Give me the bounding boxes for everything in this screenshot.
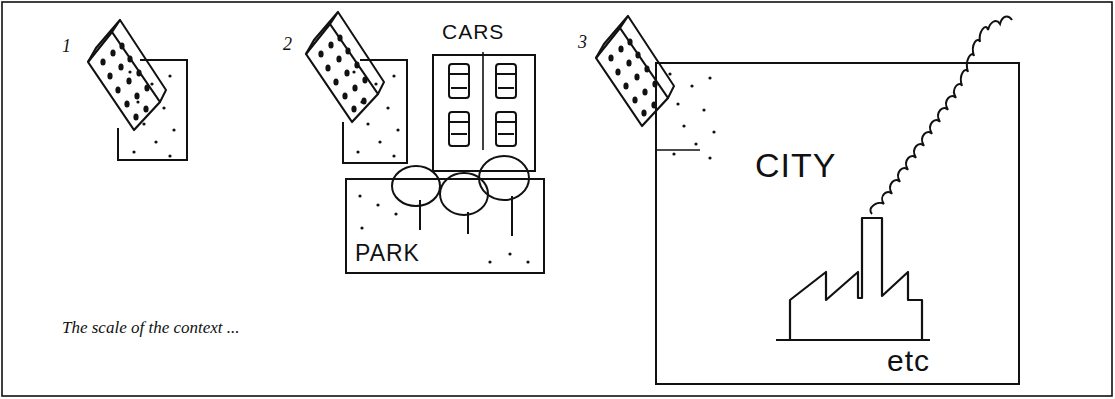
region-label: PARK	[355, 240, 420, 266]
park-area: PARK	[345, 178, 545, 274]
parking-lot: CARS	[432, 14, 536, 172]
box-outline	[655, 62, 1020, 385]
etc-note: etc	[887, 344, 930, 379]
box-outline	[432, 54, 536, 172]
region-label: CITY	[755, 146, 836, 185]
callout-number: 3	[578, 32, 587, 53]
callout-number: 2	[283, 34, 292, 55]
figure-caption: The scale of the context ...	[62, 318, 240, 338]
region-label: CARS	[442, 20, 504, 44]
callout-number: 1	[62, 36, 71, 57]
city-region: CITY etc	[655, 62, 1020, 385]
